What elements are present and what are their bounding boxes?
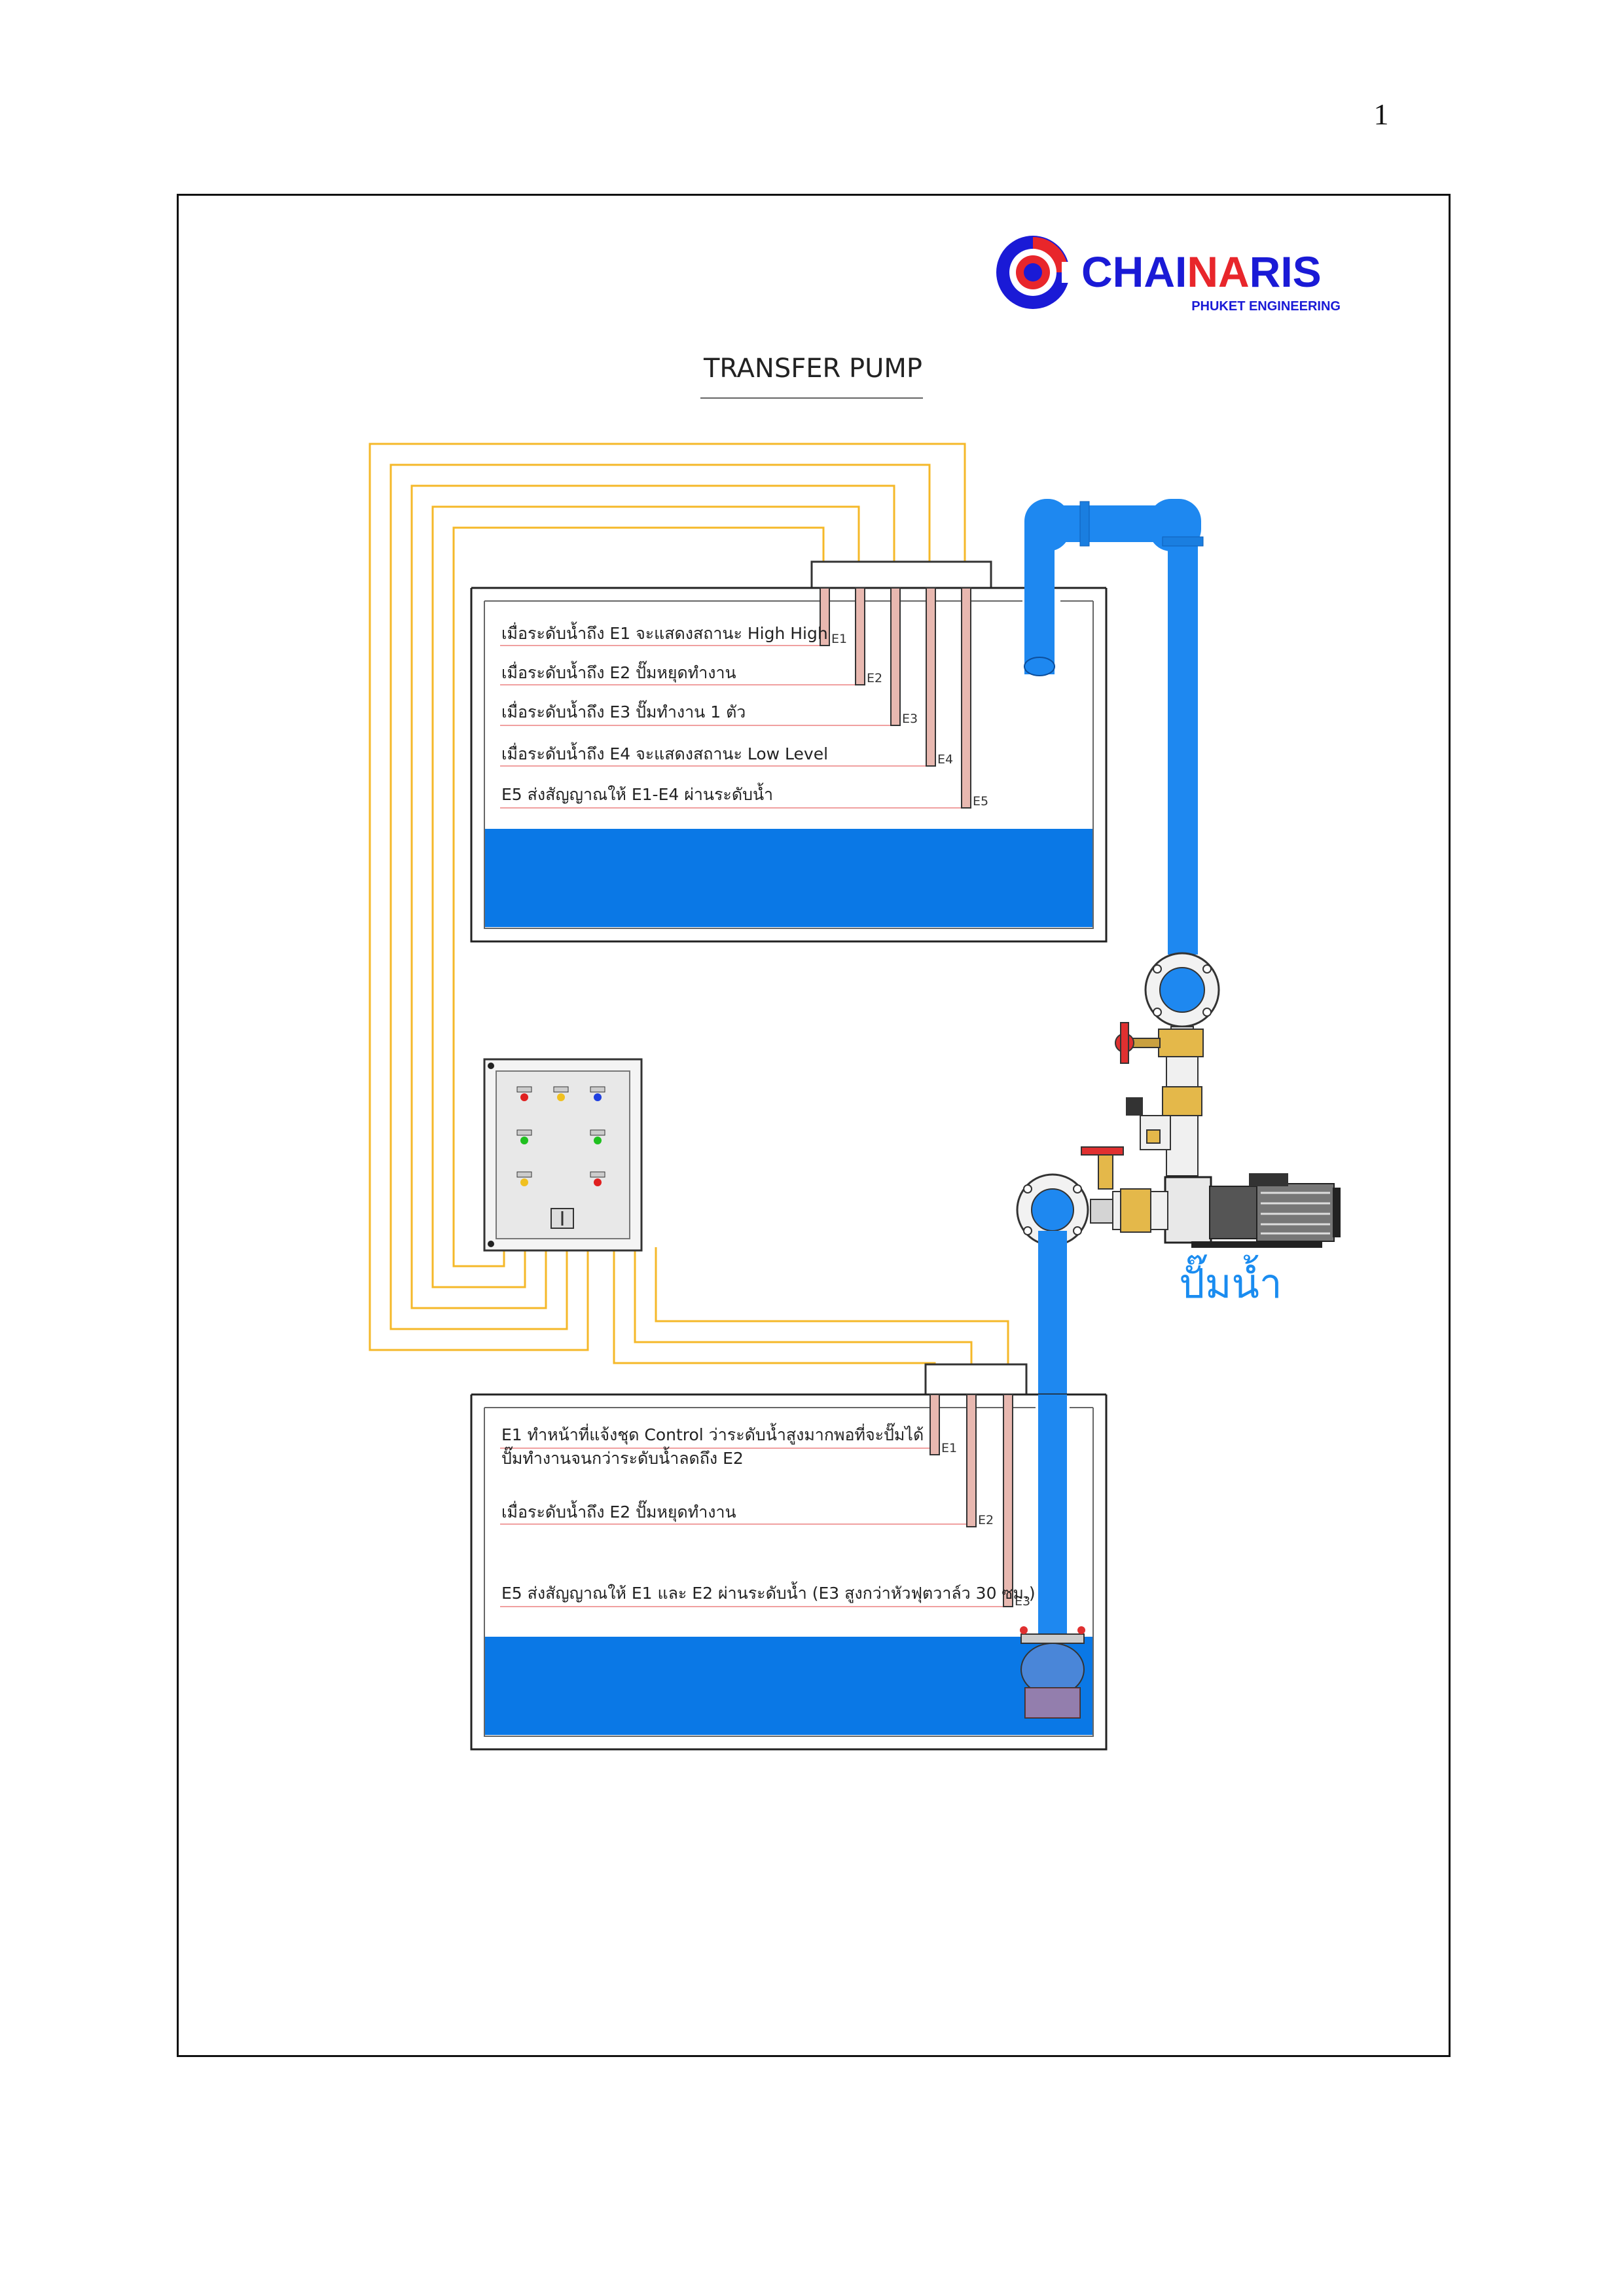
- upper-electrode-label-e3: E3: [902, 712, 918, 726]
- pump-motor-icon: [1164, 1173, 1341, 1248]
- upper-electrode-label-e2: E2: [867, 671, 882, 685]
- gear-icon: [996, 236, 1076, 309]
- logo-tagline: PHUKET ENGINEERING: [1191, 299, 1341, 314]
- upper-electrodes: E1 E2 E3 E4 E5: [820, 587, 988, 809]
- lower-electrode-label-e2: E2: [978, 1513, 994, 1527]
- upper-note-1: เมื่อระดับน้ำถึง E1 จะแสดงสถานะ High Hig…: [501, 621, 828, 643]
- upper-electrode-e5: [961, 587, 971, 809]
- lower-note-4: E5 ส่งสัญญาณให้ E1 และ E2 ผ่านระดับน้ำ (…: [501, 1581, 1036, 1603]
- lower-note-2: ปั๊มทำงานจนกว่าระดับน้ำลดถึง E2: [501, 1446, 744, 1468]
- upper-tank-electrode-holder: [810, 560, 992, 589]
- lower-electrode-e3: [1003, 1394, 1013, 1607]
- upper-electrode-label-e5: E5: [973, 794, 988, 809]
- discharge-pipe: [1024, 499, 1204, 955]
- inlet-gate-valve-icon: [1081, 1146, 1168, 1233]
- upper-tank: [470, 560, 1108, 943]
- lower-electrode-e1: [929, 1394, 940, 1455]
- upper-electrode-e3: [890, 587, 901, 726]
- upper-electrode-label-e4: E4: [937, 752, 953, 767]
- svg-text:CHAINARIS: CHAINARIS: [1081, 247, 1322, 296]
- inlet-flange: [1016, 1173, 1089, 1247]
- upper-electrode-e1: [820, 587, 830, 646]
- upper-tank-water: [485, 829, 1092, 927]
- upper-electrode-e2: [855, 587, 865, 685]
- lower-note-1: E1 ทำหน้าที่แจ้งชุด Control ว่าระดับน้ำส…: [501, 1423, 924, 1445]
- gate-valve-icon: [1115, 1022, 1204, 1064]
- check-valve-icon: [1126, 1056, 1202, 1176]
- lower-tank: [470, 1363, 1108, 1751]
- upper-note-3: เมื่อระดับน้ำถึง E3 ปั๊มทำงาน 1 ตัว: [501, 700, 746, 721]
- lower-electrodes: E1 E2 E3: [929, 1394, 1030, 1609]
- lower-note-3: เมื่อระดับน้ำถึง E2 ปั๊มหยุดทำงาน: [501, 1500, 736, 1522]
- signal-wires: [369, 443, 1009, 1387]
- pump-label: ปั๊มน้ำ: [1179, 1254, 1282, 1307]
- upper-note-4: เมื่อระดับน้ำถึง E4 จะแสดงสถานะ Low Leve…: [501, 742, 828, 763]
- diagram-title: TRANSFER PUMP: [703, 354, 922, 384]
- logo-brand-mid: NA: [1187, 247, 1249, 296]
- company-logo: CHAINARIS PHUKET ENGINEERING: [996, 236, 1341, 314]
- lower-electrode-e2: [966, 1394, 977, 1527]
- logo-brand-prefix: CHAI: [1081, 247, 1187, 296]
- upper-flange-assembly: [1144, 952, 1220, 1053]
- upper-electrode-label-e1: E1: [831, 632, 847, 646]
- foot-valve-icon: [1020, 1626, 1085, 1719]
- panel-lamps: [516, 1086, 605, 1186]
- lower-electrode-label-e3: E3: [1015, 1594, 1030, 1609]
- upper-note-5: E5 ส่งสัญญาณให้ E1-E4 ผ่านระดับน้ำ: [501, 782, 773, 804]
- diagram-frame: [177, 194, 1451, 2057]
- upper-note-2: เมื่อระดับน้ำถึง E2 ปั๊มหยุดทำงาน: [501, 661, 736, 683]
- logo-brand-suffix: RIS: [1250, 247, 1322, 296]
- lower-tank-electrode-holder: [924, 1363, 1028, 1396]
- page-number: 1: [1373, 98, 1389, 131]
- upper-tank-notes: เมื่อระดับน้ำถึง E1 จะแสดงสถานะ High Hig…: [500, 621, 961, 809]
- lower-tank-water: [485, 1637, 1092, 1735]
- control-panel-icon: [483, 1058, 643, 1252]
- upper-electrode-e4: [926, 587, 936, 767]
- lower-electrode-label-e1: E1: [941, 1441, 957, 1455]
- lower-tank-notes: E1 ทำหน้าที่แจ้งชุด Control ว่าระดับน้ำส…: [500, 1423, 1036, 1607]
